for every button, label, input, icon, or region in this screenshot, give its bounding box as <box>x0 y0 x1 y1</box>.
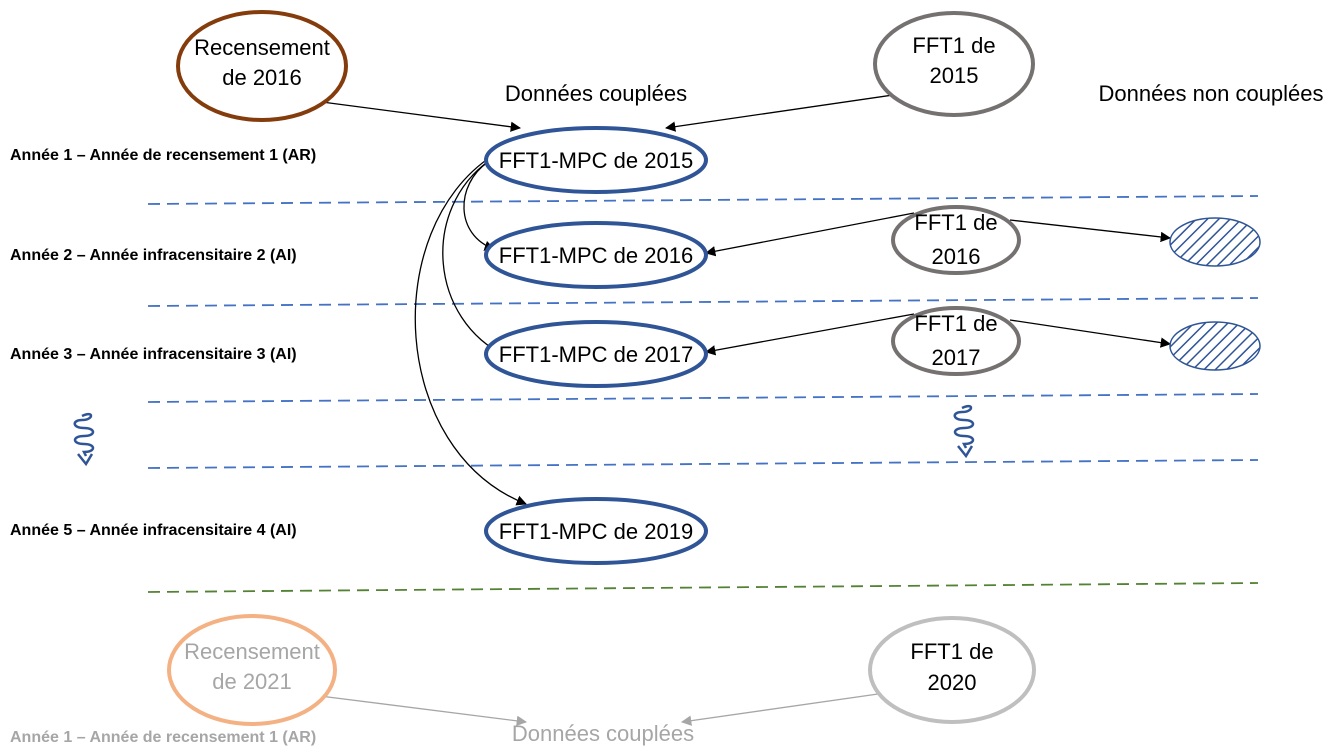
header-unlinked-data: Données non couplées <box>1098 81 1323 106</box>
arrow-fft1-2017-to-mpc2017 <box>704 313 915 356</box>
arrow-mpc2015-to-mpc2016 <box>463 161 495 251</box>
row-label-year1: Année 1 – Année de recensement 1 (AR) <box>10 147 316 164</box>
arrow-fft1-2017-to-unlinked <box>1009 319 1172 348</box>
fft1-2016-line1: FFT1 de <box>914 210 997 235</box>
arrow-census-2021-to-linked <box>319 695 528 726</box>
fft1-2020-line2: 2020 <box>928 670 977 695</box>
fft1-2015-node: FFT1 de 2015 <box>873 11 1035 117</box>
fft1-2016-line2: 2016 <box>932 244 981 269</box>
mpc-2019-node: FFT1-MPC de 2019 <box>484 497 708 565</box>
arrow-fft1-2015-to-mpc2015 <box>664 94 894 132</box>
fft1-2015-line2: 2015 <box>930 63 979 88</box>
mpc-2016-node: FFT1-MPC de 2016 <box>484 221 708 289</box>
wavy-arrow-down-icon <box>73 412 95 467</box>
hatched-ellipse-icon <box>1169 321 1261 371</box>
separator-2 <box>147 297 1259 307</box>
fft1-2020-node: FFT1 de 2020 <box>868 616 1036 724</box>
census-2016-line2: de 2016 <box>222 65 302 90</box>
census-2021-node: Recensement de 2021 <box>167 614 337 726</box>
fft1-2020-line1: FFT1 de <box>910 639 993 664</box>
fft1-2016-node: FFT1 de 2016 <box>891 205 1021 275</box>
row-label-year5: Année 5 – Année infracensitaire 4 (AI) <box>10 522 297 539</box>
row-label-year2: Année 2 – Année infracensitaire 2 (AI) <box>10 247 297 264</box>
fft1-2017-node: FFT1 de 2017 <box>891 306 1021 376</box>
mpc-2015-label: FFT1-MPC de 2015 <box>499 148 693 173</box>
separator-3 <box>147 393 1259 403</box>
separator-end <box>147 582 1259 593</box>
row-label-year1-next: Année 1 – Année de recensement 1 (AR) <box>10 729 316 746</box>
mpc-2015-node: FFT1-MPC de 2015 <box>484 126 708 194</box>
row-label-year3: Année 3 – Année infracensitaire 3 (AI) <box>10 346 297 363</box>
mpc-2017-node: FFT1-MPC de 2017 <box>484 320 708 388</box>
mpc-2016-label: FFT1-MPC de 2016 <box>499 243 693 268</box>
arrow-fft1-2016-to-mpc2016 <box>704 212 915 257</box>
separator-1 <box>147 195 1259 205</box>
arrow-fft1-2020-to-linked <box>680 693 879 726</box>
fft1-2017-line2: 2017 <box>932 345 981 370</box>
census-2016-line1: Recensement <box>194 35 330 60</box>
arrow-mpc2015-to-mpc2019 <box>414 155 527 506</box>
arrow-fft1-2016-to-unlinked <box>1009 219 1172 243</box>
arrow-mpc2015-to-mpc2017 <box>442 159 507 357</box>
census-2021-line1: Recensement <box>184 639 320 664</box>
fft1-2017-line1: FFT1 de <box>914 311 997 336</box>
separator-4 <box>147 459 1259 469</box>
fft1-2015-line1: FFT1 de <box>912 33 995 58</box>
hatched-ellipse-icon <box>1169 217 1261 267</box>
census-2021-line2: de 2021 <box>212 669 292 694</box>
header-linked-data-next: Données couplées <box>512 721 694 746</box>
header-linked-data: Données couplées <box>505 81 687 106</box>
mpc-2019-label: FFT1-MPC de 2019 <box>499 519 693 544</box>
census-2016-node: Recensement de 2016 <box>176 10 348 122</box>
arrow-census-to-mpc2015 <box>321 101 522 132</box>
mpc-2017-label: FFT1-MPC de 2017 <box>499 342 693 367</box>
wavy-arrow-down-icon <box>953 404 975 459</box>
